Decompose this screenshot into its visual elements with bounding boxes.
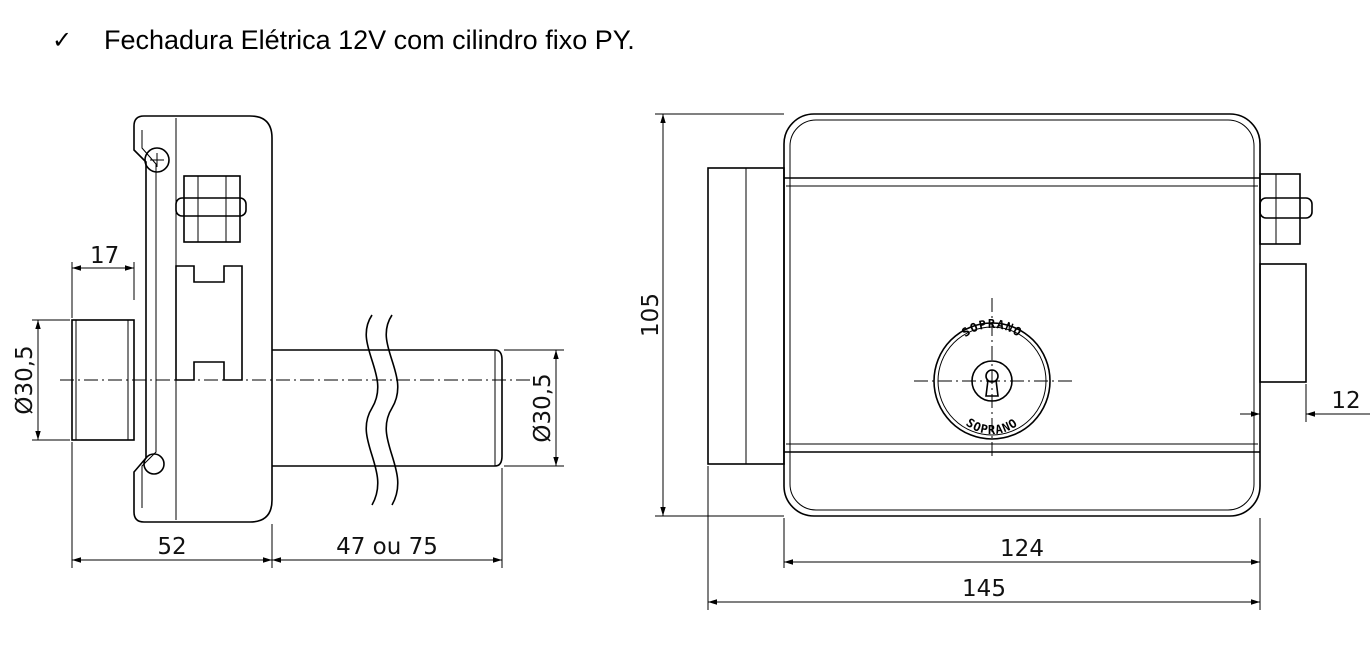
brand-top-text: SOPRANO [959,317,1025,340]
lower-catch [175,265,243,381]
dim-right-diameter: Ø30,5 [504,349,564,467]
dim-145: 145 [707,466,1260,610]
bolt-rod [272,314,503,506]
dim-124: 124 [783,518,1261,610]
dim-52-label: 52 [157,534,186,560]
dim-17-label: 17 [90,243,119,269]
dim-145-label: 145 [962,576,1006,602]
screw-hole-icon [143,453,165,475]
latch-mechanism [175,175,247,243]
front-view: SOPRANO SOPRANO 105 124 145 [638,113,1370,610]
check-icon: ✓ [52,26,73,54]
screw-icon [144,147,170,173]
key-cylinder: SOPRANO SOPRANO [914,298,1072,458]
dim-right-diameter-label: Ø30,5 [530,373,556,442]
page-heading: ✓ Fechadura Elétrica 12V com cilindro fi… [52,20,635,60]
dim-left-diameter-label: Ø30,5 [12,345,38,414]
dim-124-label: 124 [1000,536,1044,562]
lock-body [783,113,1261,517]
dim-bottom-side: 52 47 ou 75 [71,442,503,568]
dim-47-75-label: 47 ou 75 [336,534,438,560]
bolt-front [1259,173,1313,383]
mounting-plate [133,115,273,523]
left-box [707,167,785,465]
side-view: 17 Ø30,5 Ø30,5 52 47 ou 75 [12,115,564,568]
dim-105: 105 [638,113,784,517]
dim-105-label: 105 [638,293,664,337]
heading-text: Fechadura Elétrica 12V com cilindro fixo… [104,24,635,55]
dim-12-label: 12 [1331,388,1360,414]
dim-17: 17 [71,243,135,318]
dim-left-diameter: Ø30,5 [12,319,70,441]
dim-12: 12 [1240,384,1370,422]
brand-bottom-text: SOPRANO [964,415,1021,437]
